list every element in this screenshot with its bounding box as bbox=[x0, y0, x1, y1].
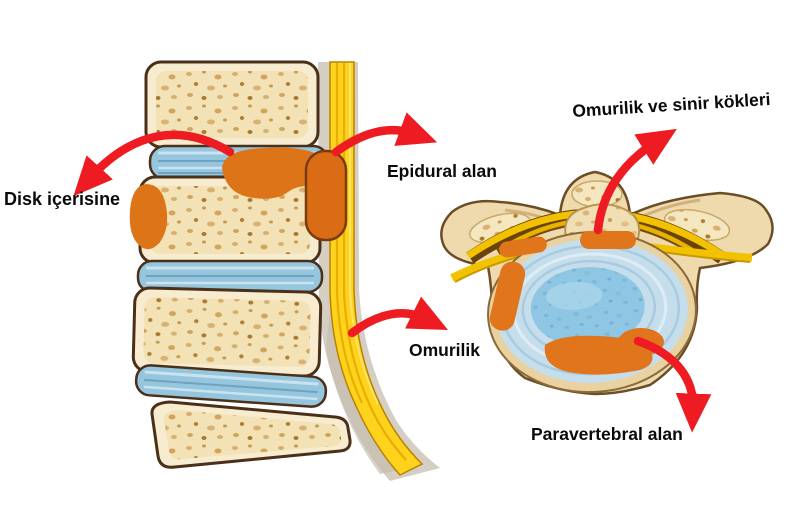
arrow-omurilik bbox=[347, 296, 449, 338]
injectate-disc-blob bbox=[222, 147, 331, 199]
arrow-epidural-alan bbox=[331, 112, 438, 157]
label-disk-icerisine: Disk içerisine bbox=[4, 189, 121, 209]
annotation-arrows bbox=[73, 112, 712, 433]
ligamentum-flavum-band bbox=[329, 61, 424, 476]
injectate-epidural-capsule bbox=[304, 149, 348, 242]
arrow-disk-icerisine bbox=[73, 130, 235, 197]
vertebra-4 bbox=[150, 400, 352, 469]
label-paravertebral-alan: Paravertebral alan bbox=[531, 424, 683, 444]
shadow-texture bbox=[326, 310, 402, 474]
vertebra-1 bbox=[144, 60, 320, 149]
disc-2 bbox=[136, 259, 324, 294]
label-omurilik: Omurilik bbox=[409, 340, 480, 360]
arrow-paravertebral-alan bbox=[633, 336, 712, 433]
arrow-omurilik-sinir-kokleri bbox=[593, 128, 677, 235]
disc-3 bbox=[134, 364, 328, 408]
injectate-left-blob bbox=[129, 184, 168, 250]
sagittal-spine-view bbox=[129, 60, 440, 481]
vertebra-3 bbox=[131, 286, 323, 378]
label-epidural-alan: Epidural alan bbox=[387, 161, 497, 181]
axial-vertebra-view bbox=[440, 170, 774, 396]
